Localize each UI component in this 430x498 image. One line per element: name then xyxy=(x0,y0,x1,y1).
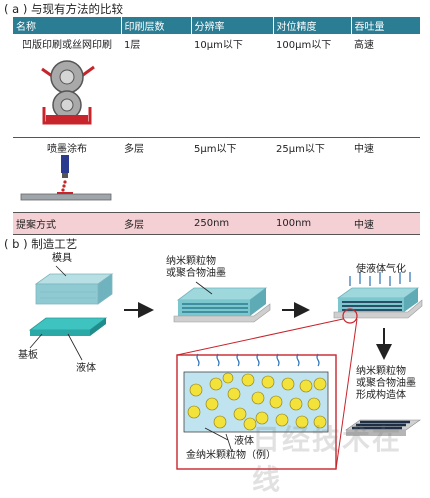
table-row-inkjet: 喷墨涂布 多层 5μm以下 25μm以下 中速 xyxy=(13,137,420,213)
mold-block xyxy=(34,273,114,305)
vaporize-label: 使液体气化 xyxy=(356,264,406,275)
watermark: 日经技术在线 xyxy=(252,423,403,496)
resolution-cell: 10μm以下 xyxy=(191,34,273,138)
layers-cell: 多层 xyxy=(121,212,191,235)
gravure-press-illustration xyxy=(41,60,95,125)
col-header-throughput: 吞吐量 xyxy=(351,17,421,34)
throughput-cell: 中速 xyxy=(351,137,420,213)
substrate-leader xyxy=(29,333,43,349)
imprint-step-block xyxy=(173,287,271,323)
nano-ink-label: 纳米颗粒物 或聚合物油墨 xyxy=(166,256,226,279)
alignment-cell: 100μm以下 xyxy=(273,34,351,138)
col-header-layers: 印刷层数 xyxy=(121,17,192,34)
throughput-cell: 高速 xyxy=(351,34,420,138)
col-header-alignment: 对位精度 xyxy=(273,17,352,34)
evaporation-step-block xyxy=(333,272,423,319)
inkjet-illustration xyxy=(20,154,112,200)
method-name: 喷墨涂布 xyxy=(47,143,87,155)
section-a-title: ( a ) 与现有方法的比较 xyxy=(4,2,123,16)
mold-label: 模具 xyxy=(52,253,72,264)
structure-block xyxy=(345,419,421,436)
comparison-table: 名称 印刷层数 分辨率 对位精度 吞吐量 凹版印刷或丝网印刷 xyxy=(13,17,421,235)
col-header-name: 名称 xyxy=(13,17,122,34)
zoom-circle xyxy=(342,308,358,324)
table-row-proposed: 提案方式 多层 250nm 100nm 中速 xyxy=(13,212,420,235)
method-cell: 凹版印刷或丝网印刷 xyxy=(13,34,121,138)
substrate-block xyxy=(28,317,108,336)
table-header-row: 名称 印刷层数 分辨率 对位精度 吞吐量 xyxy=(13,17,421,34)
method-name: 凹版印刷或丝网印刷 xyxy=(22,40,112,51)
liquid-inset-label: 液体 xyxy=(234,436,254,447)
liquid-label: 液体 xyxy=(76,363,96,374)
alignment-cell: 100nm xyxy=(273,212,351,235)
method-name: 提案方式 xyxy=(13,212,121,235)
col-header-resolution: 分辨率 xyxy=(191,17,274,34)
alignment-cell: 25μm以下 xyxy=(273,137,351,213)
throughput-cell: 中速 xyxy=(351,212,420,235)
method-cell: 喷墨涂布 xyxy=(13,137,121,213)
zoom-line-top xyxy=(176,318,344,356)
nano-ink-leader xyxy=(195,281,213,295)
layers-cell: 1层 xyxy=(121,34,191,138)
gold-example-label: 金纳米颗粒物（例） xyxy=(186,450,276,461)
layers-cell: 多层 xyxy=(121,137,191,213)
substrate-label: 基板 xyxy=(18,350,38,361)
table-row-gravure: 凹版印刷或丝网印刷 1层 10μm以下 100μm以下 高速 xyxy=(13,34,420,138)
section-b-title: ( b ) 制造工艺 xyxy=(4,237,78,251)
resolution-cell: 250nm xyxy=(191,212,273,235)
zoom-inset xyxy=(176,353,337,470)
liquid-leader xyxy=(67,333,83,361)
mold-leader xyxy=(55,265,67,277)
resolution-cell: 5μm以下 xyxy=(191,137,273,213)
form-structure-label: 纳米颗粒物 或聚合物油墨 形成构造体 xyxy=(356,366,416,401)
zoom-line-bottom xyxy=(335,318,358,470)
process-diagram xyxy=(28,265,423,470)
